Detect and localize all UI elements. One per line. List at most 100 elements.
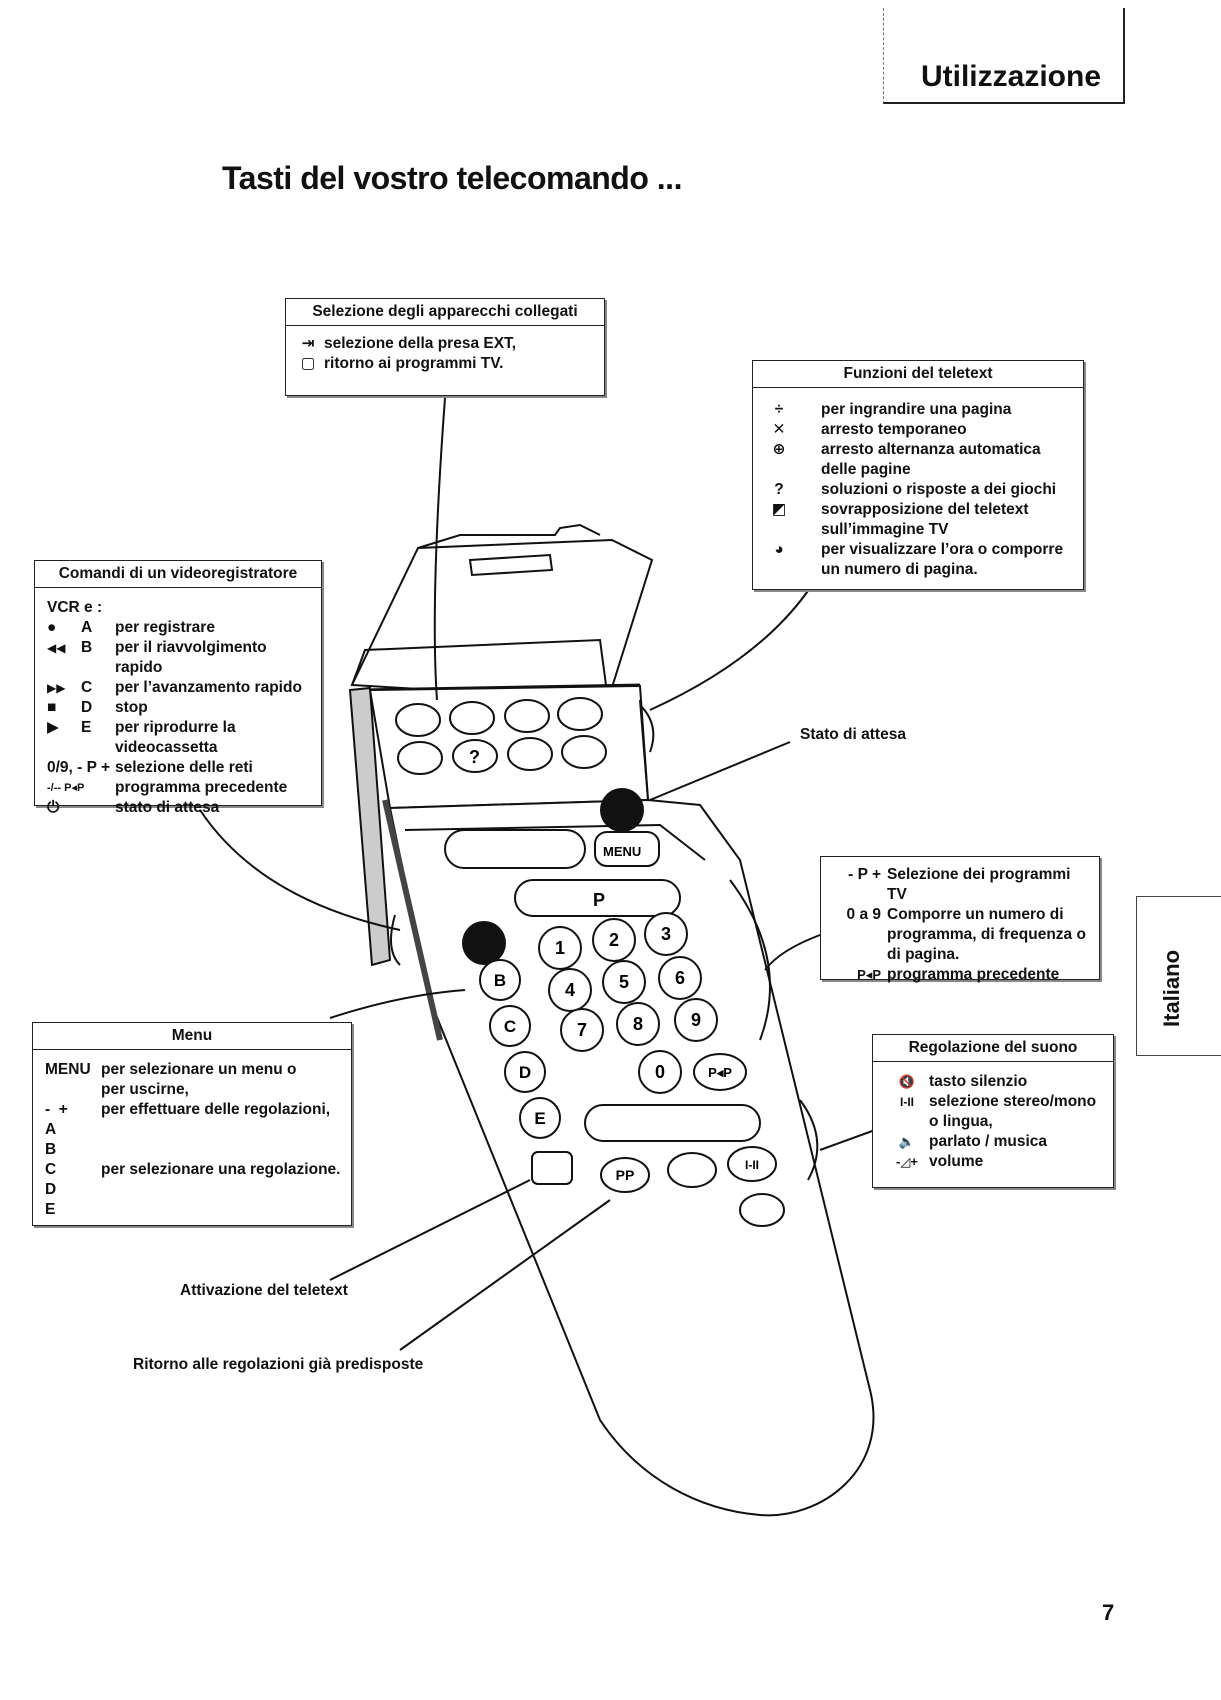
mix-icon: ◩: [771, 501, 787, 518]
teletext-item-text: sull’immagine TV: [821, 521, 949, 538]
digit-2: 2: [609, 930, 619, 950]
sound-item-text: o lingua,: [929, 1113, 993, 1130]
digit-5: 5: [619, 972, 629, 992]
menu-key: B: [45, 1141, 57, 1158]
digit-6: 6: [675, 968, 685, 988]
tv-programs-icon: ▢: [300, 355, 316, 372]
stop-rotation-icon: ⊕: [772, 441, 786, 458]
clock-icon: ◕: [774, 541, 784, 558]
digit-9: 9: [691, 1010, 701, 1030]
program-key: P◂P: [857, 967, 881, 982]
vcr-item-text: videocassetta: [115, 739, 218, 756]
teletext-item-text: soluzioni o risposte a dei giochi: [821, 481, 1057, 498]
teletext-item-text: per visualizzare l’ora o comporre: [821, 541, 1064, 558]
vcr-key: E: [81, 719, 92, 736]
program-key: [831, 945, 887, 965]
sound-item-text: tasto silenzio: [929, 1073, 1028, 1090]
record-button[interactable]: [462, 921, 506, 965]
standby-button[interactable]: [600, 788, 644, 832]
vcr-key: A: [81, 619, 93, 636]
vcr-key: D: [81, 699, 93, 716]
program-key: 0 a 9: [846, 906, 881, 923]
connected-devices-box: Selezione degli apparecchi collegati ⇥ se…: [285, 298, 605, 396]
vcr-item-text: per registrare: [115, 619, 215, 636]
digit-3: 3: [661, 924, 671, 944]
vcr-item-text: per l’avanzamento rapido: [115, 679, 302, 696]
vcr-item-text: programma precedente: [115, 779, 288, 796]
speech-music-icon: 🔈: [898, 1134, 916, 1149]
vcr-key-e: E: [534, 1109, 545, 1128]
menu-key: C: [45, 1161, 57, 1178]
language-tab: Italiano: [1136, 896, 1221, 1056]
program-key: - P +: [848, 866, 881, 883]
sound-box: Regolazione del suono 🔇 tasto silenzio I-…: [872, 1034, 1114, 1188]
teletext-activation-label: Attivazione del teletext: [180, 1282, 348, 1299]
connected-item-text: selezione della presa EXT,: [324, 335, 517, 352]
digit-1: 1: [555, 938, 565, 958]
record-icon: ●: [47, 619, 57, 636]
stereo-mono-icon: I-II: [900, 1095, 914, 1109]
connected-devices-title: Selezione degli apparecchi collegati: [286, 299, 604, 326]
p-button-label: P: [593, 890, 605, 910]
program-item-text: programma, di frequenza o: [887, 926, 1086, 943]
menu-key: MENU: [45, 1061, 91, 1078]
language-label: Italiano: [1159, 949, 1184, 1027]
program-selection-box: - P + Selezione dei programmi TV 0 a 9 Com…: [820, 856, 1100, 983]
menu-title: Menu: [33, 1023, 351, 1050]
menu-item-text: per selezionare una regolazione.: [101, 1161, 341, 1178]
teletext-item-text: per ingrandire una pagina: [821, 401, 1012, 418]
standby-icon: ⏻: [47, 799, 60, 816]
menu-key: E: [45, 1201, 56, 1218]
vcr-item-text: selezione delle reti: [115, 759, 253, 776]
stereo-key-label: I-II: [745, 1158, 759, 1172]
vcr-commands-box: Comandi di un videoregistratore VCR e : …: [34, 560, 322, 816]
program-item-text: Comporre un numero di: [887, 906, 1064, 923]
digit-7: 7: [577, 1020, 587, 1040]
mute-icon: 🔇: [898, 1074, 916, 1089]
menu-key: [45, 1080, 101, 1100]
vcr-item-text: stop: [115, 699, 148, 716]
program-item-text: Selezione dei programmi TV: [887, 866, 1071, 903]
vcr-item-text: stato di attesa: [115, 799, 220, 816]
teletext-item-text: delle pagine: [821, 461, 911, 478]
rewind-icon: ◀◀: [47, 641, 66, 655]
sound-title: Regolazione del suono: [873, 1035, 1113, 1062]
program-item-text: di pagina.: [887, 946, 960, 963]
program-key: [831, 925, 887, 945]
teletext-title: Funzioni del teletext: [753, 361, 1083, 388]
presets-label: Ritorno alle regolazioni già predisposte: [133, 1356, 424, 1373]
reveal-icon: ?: [774, 481, 784, 498]
menu-key: - +: [45, 1101, 68, 1118]
channel-keys: 0/9, - P +: [47, 759, 111, 776]
page-title: Tasti del vostro telecomando ...: [222, 160, 682, 196]
teletext-item-text: arresto temporaneo: [821, 421, 967, 438]
vcr-intro: VCR e :: [47, 599, 103, 616]
page-number: 7: [1102, 1600, 1115, 1625]
menu-button-label: MENU: [603, 844, 641, 859]
menu-key: A: [45, 1121, 57, 1138]
program-item-text: programma precedente: [887, 966, 1060, 983]
vcr-item-text: per il riavvolgimento rapido: [115, 639, 267, 676]
menu-item-text: per effettuare delle regolazioni,: [101, 1101, 331, 1118]
digit-8: 8: [633, 1014, 643, 1034]
vcr-key: C: [81, 679, 93, 696]
standby-label: Stato di attesa: [800, 726, 906, 743]
teletext-item-text: sovrapposizione del teletext: [821, 501, 1029, 518]
vcr-key-d: D: [519, 1063, 531, 1082]
pp-preset-key-label: PP: [616, 1167, 635, 1183]
vcr-commands-title: Comandi di un videoregistratore: [35, 561, 321, 588]
menu-item-text: per uscirne,: [101, 1081, 189, 1098]
ext-input-icon: ⇥: [301, 335, 315, 352]
section-tab: Utilizzazione: [883, 8, 1125, 104]
sound-item-text: volume: [929, 1153, 984, 1170]
sound-item-text: selezione stereo/mono: [929, 1093, 1097, 1110]
teletext-item-text: arresto alternanza automatica: [821, 441, 1041, 458]
vcr-item-text: per riprodurre la: [115, 719, 236, 736]
menu-key: D: [45, 1181, 57, 1198]
previous-program-keys: -/-- P◂P: [47, 782, 85, 794]
vcr-key: B: [81, 639, 93, 656]
vcr-key-b: B: [494, 971, 506, 990]
sound-item-text: parlato / musica: [929, 1133, 1048, 1150]
